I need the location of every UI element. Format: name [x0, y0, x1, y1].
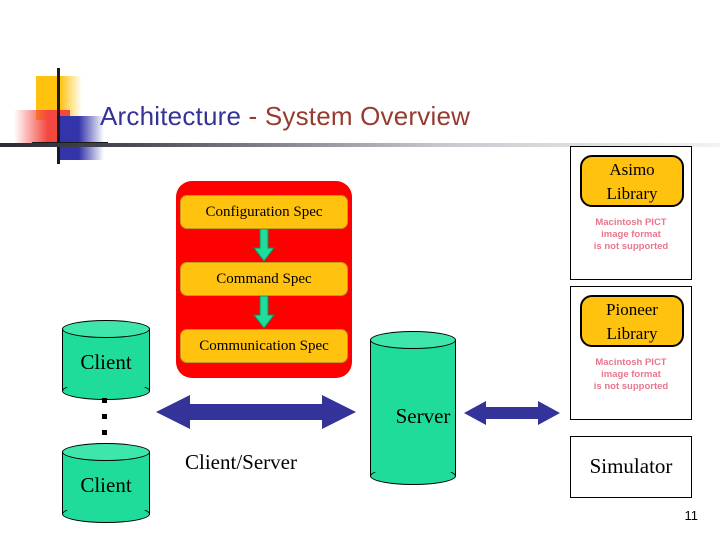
library-chip-pioneer-line1: Pioneer: [606, 300, 658, 319]
library-chip-asimo[interactable]: Asimo Library: [580, 155, 684, 207]
cylinder-client-top-label: Client: [80, 350, 132, 374]
pict-note-line2: image format: [601, 229, 661, 240]
pict-note-line3: is not supported: [593, 241, 669, 252]
title-divider: [0, 143, 720, 147]
cylinder-body: [370, 340, 456, 476]
page-title-primary: Architecture: [100, 101, 242, 131]
cylinder-client-top[interactable]: Client: [62, 320, 150, 400]
simulator-label: Simulator: [589, 454, 673, 478]
configuration-to-command-arrow: [252, 228, 276, 262]
library-panel-asimo: Asimo Library Macintosh PICT image forma…: [570, 146, 692, 280]
pict-note-line3: is not supported: [593, 381, 669, 392]
page-title: Architecture - System Overview: [100, 101, 470, 132]
page-title-secondary: - System Overview: [241, 101, 471, 131]
library-chip-asimo-line2: Library: [606, 184, 658, 203]
spec-box-configuration[interactable]: Configuration Spec: [180, 195, 348, 229]
logo-vertical-line: [57, 68, 60, 164]
simulator-panel[interactable]: Simulator: [570, 436, 692, 498]
cylinder-body: [62, 452, 150, 514]
library-chip-asimo-line1: Asimo: [609, 160, 655, 179]
cylinder-client-bottom-label: Client: [80, 473, 132, 497]
library-chip-pioneer-line2: Library: [606, 324, 658, 343]
pict-note-line1: Macintosh PICT: [595, 357, 667, 368]
server-library-double-arrow: [464, 400, 560, 426]
spec-box-communication[interactable]: Communication Spec: [180, 329, 348, 363]
library-panel-pioneer: Pioneer Library Macintosh PICT image for…: [570, 286, 692, 420]
spec-container: Configuration Spec Command Spec Communic…: [176, 181, 352, 378]
cylinder-server[interactable]: Server: [370, 331, 456, 485]
spec-box-command[interactable]: Command Spec: [180, 262, 348, 296]
cylinder-bottom-ellipse: [62, 505, 150, 523]
cylinder-server-label: Server: [395, 404, 451, 428]
logo-blue-square: [58, 116, 104, 160]
ellipsis-dots-icon: [102, 398, 110, 442]
command-to-communication-arrow: [252, 295, 276, 329]
cylinder-bottom-ellipse: [370, 467, 456, 485]
client-server-link-label: Client/Server: [185, 450, 297, 474]
page-number: 11: [684, 508, 699, 523]
pict-unsupported-note-pioneer: Macintosh PICT image format is not suppo…: [571, 357, 691, 393]
pict-note-line2: image format: [601, 369, 661, 380]
cylinder-body: [62, 329, 150, 391]
pict-note-line1: Macintosh PICT: [595, 217, 667, 228]
client-server-double-arrow: [156, 395, 356, 429]
slide-logo: [12, 68, 108, 164]
cylinder-top-ellipse: [62, 443, 150, 461]
cylinder-top-ellipse: [62, 320, 150, 338]
cylinder-client-bottom[interactable]: Client: [62, 443, 150, 523]
pict-unsupported-note-asimo: Macintosh PICT image format is not suppo…: [571, 217, 691, 253]
library-chip-pioneer[interactable]: Pioneer Library: [580, 295, 684, 347]
cylinder-top-ellipse: [370, 331, 456, 349]
